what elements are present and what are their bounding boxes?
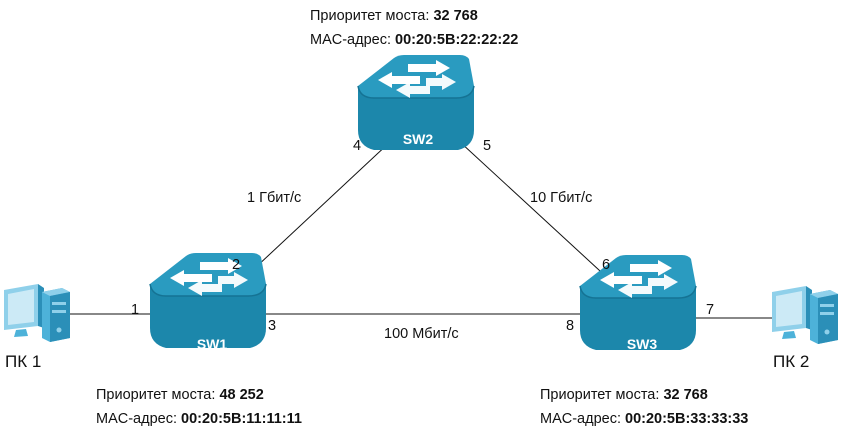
link-speed-sw1-sw3: 100 Мбит/с: [384, 326, 459, 342]
links: [70, 141, 775, 319]
sw2-info: Приоритет моста: 32 768 MAC-адрес: 00:20…: [310, 4, 518, 52]
sw3-mac-line: MAC-адрес: 00:20:5B:33:33:33: [540, 407, 748, 431]
port-label-7: 7: [706, 302, 715, 318]
port-label-5: 5: [483, 138, 492, 154]
port-label-1: 1: [131, 302, 140, 318]
link-sw2-sw3: [459, 141, 613, 283]
pc2-name: ПК 2: [773, 352, 810, 371]
port-label-8: 8: [566, 318, 575, 334]
sw2-mac-value: 00:20:5B:22:22:22: [395, 32, 519, 48]
link-sw1-sw2: [239, 141, 391, 283]
pc-icon-pc2[interactable]: [772, 286, 838, 344]
pc1-name: ПК 1: [5, 352, 42, 371]
sw2-priority-label: Приоритет моста:: [310, 8, 430, 24]
sw3-info: Приоритет моста: 32 768 MAC-адрес: 00:20…: [540, 383, 748, 431]
switch-icon-sw3[interactable]: SW3: [579, 254, 697, 352]
sw3-priority-value: 32 768: [663, 387, 708, 403]
sw2-priority-value: 32 768: [433, 8, 478, 24]
sw3-mac-label: MAC-адрес:: [540, 411, 621, 427]
sw1-priority-value: 48 252: [219, 387, 264, 403]
sw2-mac-label: MAC-адрес:: [310, 32, 391, 48]
switch-icon-sw2[interactable]: SW2: [357, 54, 475, 151]
port-label-3: 3: [268, 318, 277, 334]
sw1-mac-line: MAC-адрес: 00:20:5B:11:11:11: [96, 407, 302, 431]
link-speed-sw2-sw3: 10 Гбит/с: [530, 190, 593, 206]
port-label-6: 6: [602, 257, 611, 273]
sw2-priority-line: Приоритет моста: 32 768: [310, 4, 518, 28]
port-label-2: 2: [232, 257, 241, 273]
sw2-mac-line: MAC-адрес: 00:20:5B:22:22:22: [310, 28, 518, 52]
sw1-info: Приоритет моста: 48 252 MAC-адрес: 00:20…: [96, 383, 302, 431]
switch-icon-sw1[interactable]: SW1: [149, 252, 267, 352]
switch-label-sw1: SW1: [197, 336, 228, 352]
sw1-priority-line: Приоритет моста: 48 252: [96, 383, 302, 407]
sw1-mac-label: MAC-адрес:: [96, 411, 177, 427]
sw1-mac-value: 00:20:5B:11:11:11: [181, 411, 302, 427]
switch-label-sw2: SW2: [403, 131, 434, 147]
switch-label-sw3: SW3: [627, 336, 658, 352]
pc-icon-pc1[interactable]: [4, 284, 70, 342]
port-label-4: 4: [353, 138, 362, 154]
sw3-mac-value: 00:20:5B:33:33:33: [625, 411, 749, 427]
sw1-priority-label: Приоритет моста:: [96, 387, 216, 403]
link-speed-sw1-sw2: 1 Гбит/с: [247, 190, 302, 206]
sw3-priority-label: Приоритет моста:: [540, 387, 660, 403]
sw3-priority-line: Приоритет моста: 32 768: [540, 383, 748, 407]
